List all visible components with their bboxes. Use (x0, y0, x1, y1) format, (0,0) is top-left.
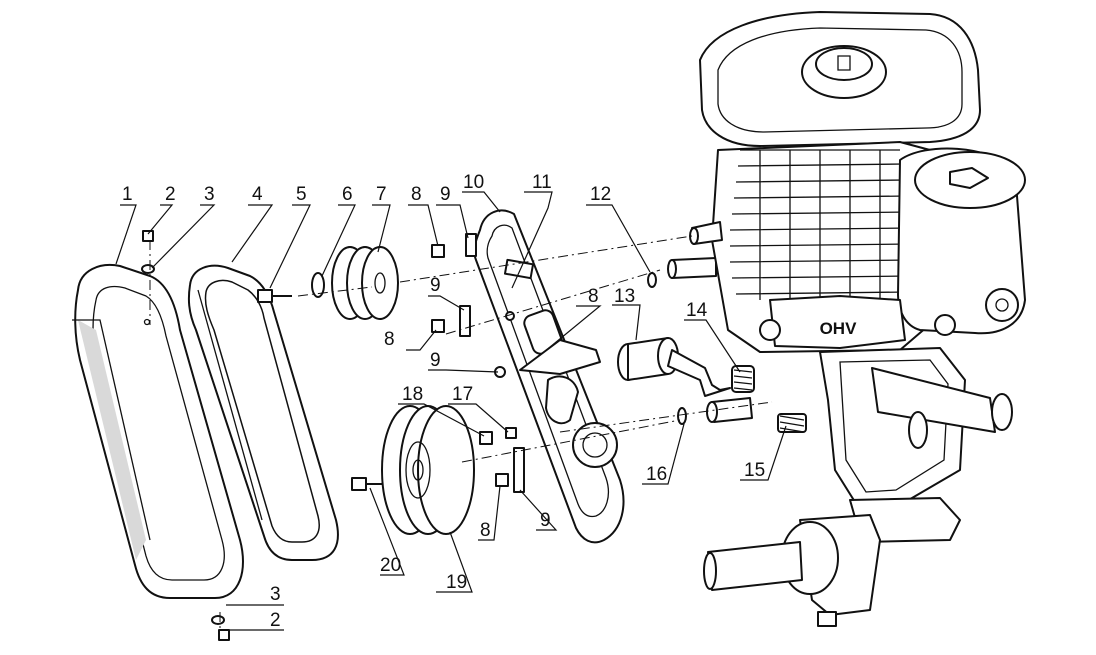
callout-11: 11 (532, 172, 552, 193)
callout-5: 5 (296, 184, 307, 205)
v-belt (187, 264, 339, 561)
bolt-8-a (431, 244, 445, 258)
spacer-12 (647, 257, 717, 288)
air-filter-knob (949, 167, 989, 189)
washer-16 (677, 407, 687, 425)
callout-3: 3 (204, 184, 215, 205)
callout-16: 16 (646, 464, 667, 485)
callout-1: 1 (122, 184, 133, 205)
bolt-5-head (257, 289, 273, 303)
clip-9-d (513, 447, 525, 493)
callout-3: 3 (270, 584, 281, 605)
callout-20: 20 (380, 555, 401, 576)
callout-8: 8 (411, 184, 422, 205)
spring-15 (777, 413, 807, 433)
tension-lever (667, 349, 755, 397)
bolt-20-head (351, 477, 367, 491)
callout-2: 2 (270, 610, 281, 631)
idler-bracket (519, 337, 679, 381)
callout-14: 14 (686, 300, 708, 321)
callout-9: 9 (440, 184, 451, 205)
shaft-parts (677, 397, 807, 433)
shift-lever-housing (871, 367, 996, 433)
belt-guard-cover (72, 264, 244, 599)
clip-9-b (459, 305, 471, 337)
callout-2: 2 (165, 184, 176, 205)
clip-9-a (465, 233, 477, 257)
bolt-18 (479, 431, 493, 445)
callout-12: 12 (590, 184, 611, 205)
callout-8: 8 (384, 329, 395, 350)
callout-9: 9 (430, 275, 441, 296)
output-shaft (707, 541, 803, 591)
gearbox (703, 347, 1013, 627)
callout-4: 4 (252, 184, 263, 205)
ohv-badge: OHV (820, 319, 858, 338)
bolt-8-d (495, 473, 509, 487)
assembly-axes (149, 235, 773, 630)
sleeve (711, 397, 753, 423)
callout-19: 19 (446, 572, 467, 593)
tension-spring (731, 365, 755, 393)
screw-2-bottom (218, 629, 230, 641)
washer-3-bottom (211, 615, 225, 625)
cooling-fins (729, 149, 913, 300)
callout-8: 8 (480, 520, 491, 541)
washer-6 (311, 272, 325, 298)
bolt-8-b (431, 319, 445, 333)
leader-lines (115, 191, 787, 631)
small-pulley-assembly (257, 246, 399, 320)
pulley-7-front (361, 246, 399, 320)
screw-2-top (142, 230, 154, 242)
large-pulley-assembly (351, 405, 475, 535)
callout-8: 8 (588, 286, 599, 307)
callout-15: 15 (744, 460, 765, 481)
callout-10: 10 (463, 172, 484, 193)
shift-gear (908, 411, 928, 449)
shift-knob (991, 393, 1013, 431)
callout-9: 9 (430, 350, 441, 371)
callout-17: 17 (452, 384, 473, 405)
callout-13: 13 (614, 286, 635, 307)
bolt-17 (505, 427, 517, 439)
pulley-19-front (417, 405, 475, 535)
engine-base (769, 295, 906, 349)
engine: OHV (689, 11, 1026, 353)
washer-3-top (141, 264, 155, 274)
callout-6: 6 (342, 184, 353, 205)
callout-18: 18 (402, 384, 423, 405)
callout-7: 7 (376, 184, 387, 205)
callout-labels: 1 2 3 4 5 6 7 8 9 10 11 12 9 8 8 13 14 9… (122, 172, 765, 631)
callout-9: 9 (540, 510, 551, 531)
